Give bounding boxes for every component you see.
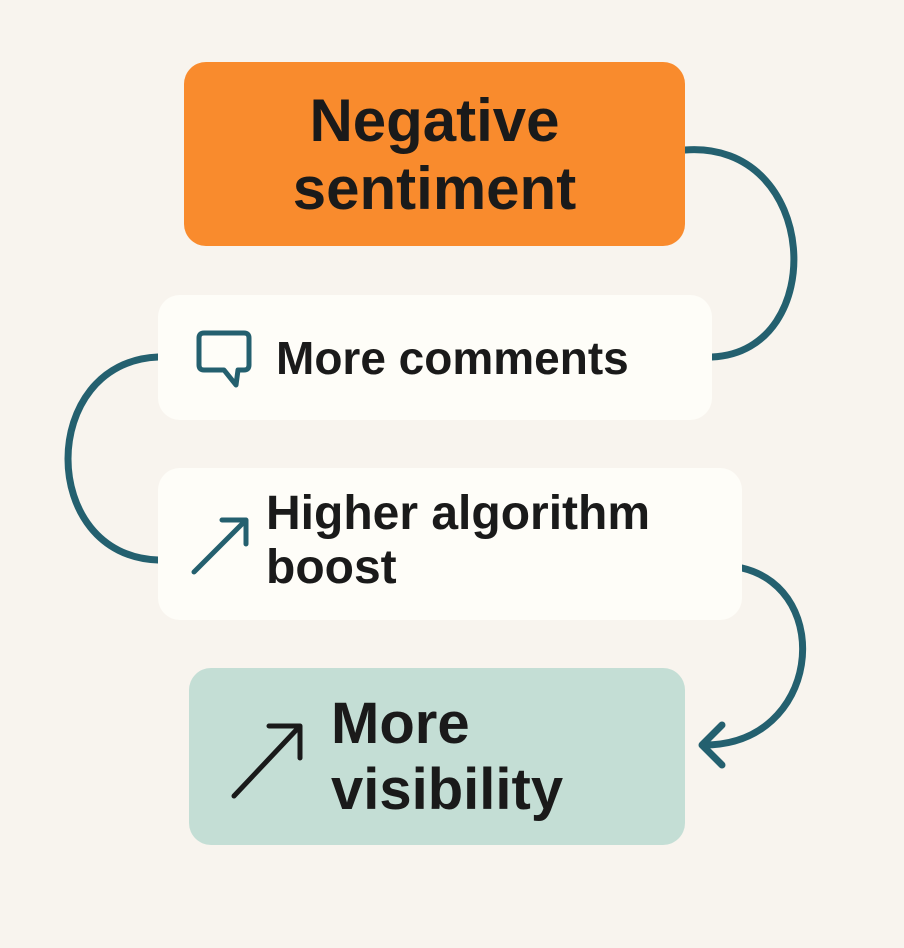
connector-comments-to-boost — [64, 353, 162, 564]
connector-boost-to-visibility — [700, 564, 807, 749]
node-higher-algorithm-boost: Higher algorithm boost — [158, 468, 742, 620]
node-more-comments: More comments — [158, 295, 712, 420]
node-label-line1: More — [331, 691, 470, 756]
node-more-visibility: More visibility — [189, 668, 685, 845]
node-label-line2: visibility — [331, 757, 564, 822]
node-label-line2: boost — [266, 541, 397, 594]
arrowhead-icon — [698, 721, 726, 769]
up-right-arrow-icon — [231, 723, 303, 799]
node-label-line2: sentiment — [292, 155, 577, 222]
node-label: More comments — [276, 332, 629, 384]
node-negative-sentiment: Negative sentiment — [184, 62, 685, 246]
node-label-line1: Higher algorithm — [266, 487, 651, 540]
trend-arrow-icon — [191, 517, 249, 575]
node-label-line1: Negative — [309, 87, 560, 154]
connector-negative-to-comments — [681, 146, 798, 361]
speech-bubble-icon — [196, 330, 252, 388]
